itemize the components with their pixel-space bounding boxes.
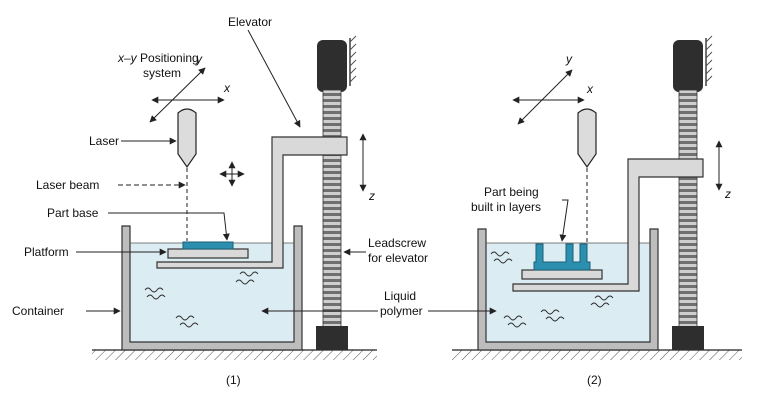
xy-axes-icon xyxy=(149,67,225,123)
leadscrew-label: Leadscrew xyxy=(368,236,426,250)
crosshair-arrows-icon xyxy=(219,161,245,187)
part-base-1 xyxy=(182,241,234,250)
container-label: Container xyxy=(12,304,64,318)
positioning-system-label: x–y Positioning xyxy=(117,51,199,65)
stage-1: x y z x–y Positioning system Elevator La… xyxy=(12,15,428,387)
laser-head-1 xyxy=(177,108,197,169)
y-axis-label-2: y xyxy=(565,52,573,66)
platform-1 xyxy=(167,248,249,259)
laser-head-2 xyxy=(577,108,597,169)
platform-2 xyxy=(521,269,603,280)
ground-1 xyxy=(92,349,377,360)
leadscrew-2 xyxy=(672,35,713,350)
liquid-polymer-label-2: polymer xyxy=(380,304,423,318)
elevator-arm-1 xyxy=(156,136,348,269)
x-axis-label-1: x xyxy=(223,81,231,95)
z-axis-label-2: z xyxy=(724,187,731,201)
leadscrew-label-2: for elevator xyxy=(368,251,428,265)
laser-label: Laser xyxy=(89,134,119,148)
layered-part xyxy=(533,243,591,271)
caption-stage-2: (2) xyxy=(587,373,602,387)
stage-2: x y z Part being built in layers Liquid … xyxy=(261,35,742,387)
liquid-polymer-1 xyxy=(130,243,294,342)
xy-axes-icon xyxy=(512,69,585,125)
x-axis-label-2: x xyxy=(586,82,594,96)
platform-label: Platform xyxy=(24,245,69,259)
part-base-label: Part base xyxy=(47,206,99,220)
z-axis-label-1: z xyxy=(368,189,375,203)
positioning-system-label-2: system xyxy=(143,66,181,80)
part-layers-label-2: built in layers xyxy=(471,200,541,214)
part-layers-label: Part being xyxy=(484,185,539,199)
ground-2 xyxy=(452,349,742,360)
caption-stage-1: (1) xyxy=(226,373,241,387)
wave-icon xyxy=(490,251,614,328)
elevator-arm-2 xyxy=(512,158,704,292)
wave-icon xyxy=(144,271,259,328)
laser-beam-label: Laser beam xyxy=(36,178,99,192)
liquid-polymer-label: Liquid xyxy=(384,289,416,303)
container-1 xyxy=(121,225,303,351)
leadscrew-1 xyxy=(316,35,357,350)
elevator-label: Elevator xyxy=(228,15,272,29)
y-axis-label-1: y xyxy=(195,52,203,66)
